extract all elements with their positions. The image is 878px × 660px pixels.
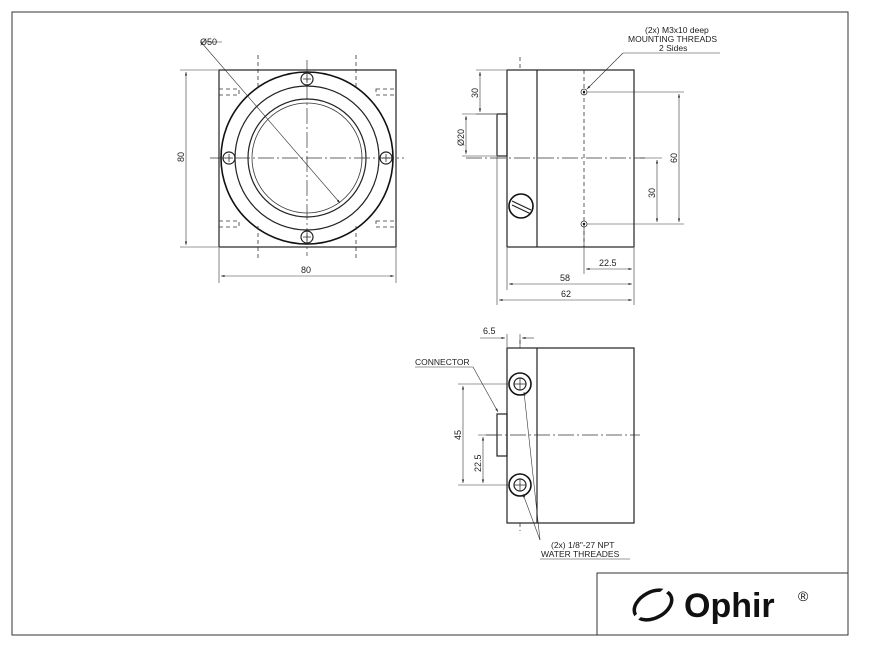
mount-note-line2: MOUNTING THREADS bbox=[628, 34, 717, 44]
front-screw-bottom bbox=[300, 230, 314, 244]
water-fitting-top bbox=[508, 372, 532, 396]
bottom-view: 6.5 CONNECTOR 45 22.5 (2x) 1/8"-27 NPT W… bbox=[415, 326, 640, 560]
side-body-outline bbox=[506, 69, 635, 248]
mount-note-line3: 2 Sides bbox=[659, 43, 687, 53]
height-label: 80 bbox=[176, 152, 186, 162]
dim-62: 62 bbox=[561, 289, 571, 299]
front-screw-right bbox=[379, 151, 393, 165]
mount-note-leader bbox=[586, 52, 624, 90]
diameter-label: Ø50 bbox=[200, 37, 217, 47]
side-aperture-stub bbox=[496, 113, 508, 157]
front-thread-markers bbox=[218, 88, 397, 228]
dim-45: 45 bbox=[453, 430, 463, 440]
side-view: (2x) M3x10 deep MOUNTING THREADS 2 Sides… bbox=[456, 25, 720, 305]
diameter-leader bbox=[200, 41, 341, 204]
dim-6-5: 6.5 bbox=[483, 326, 496, 336]
front-body-outline bbox=[218, 69, 397, 248]
ophir-swoosh-icon bbox=[630, 586, 674, 624]
width-label: 80 bbox=[301, 265, 311, 275]
dim-30-right: 30 bbox=[647, 188, 657, 198]
dim-22-5-side: 22.5 bbox=[599, 258, 617, 268]
dim-phi20: Ø20 bbox=[456, 129, 466, 146]
dim-22-5-bottom: 22.5 bbox=[473, 454, 483, 472]
connector-leader bbox=[472, 366, 499, 413]
connector-label: CONNECTOR bbox=[415, 357, 470, 367]
side-knob bbox=[508, 193, 534, 219]
water-note-line2: WATER THREADES bbox=[541, 549, 620, 559]
water-note-line1: (2x) 1/8"-27 NPT bbox=[551, 540, 614, 550]
front-view: Ø50 80 80 bbox=[176, 37, 404, 283]
mount-note-line1: (2x) M3x10 deep bbox=[645, 25, 709, 35]
water-leader-bottom bbox=[522, 493, 541, 541]
sheet-border bbox=[11, 11, 849, 636]
dim-60: 60 bbox=[669, 153, 679, 163]
front-screw-top bbox=[300, 72, 314, 86]
logo-registered: ® bbox=[798, 588, 809, 604]
dim-58: 58 bbox=[560, 273, 570, 283]
title-block: Ophir ® bbox=[596, 572, 849, 636]
logo-brand: Ophir bbox=[684, 587, 775, 625]
logo-box bbox=[596, 572, 849, 636]
front-screw-left bbox=[222, 151, 236, 165]
water-fitting-bottom bbox=[508, 473, 532, 497]
dim-30-top: 30 bbox=[470, 88, 480, 98]
water-leader-top bbox=[523, 391, 541, 541]
